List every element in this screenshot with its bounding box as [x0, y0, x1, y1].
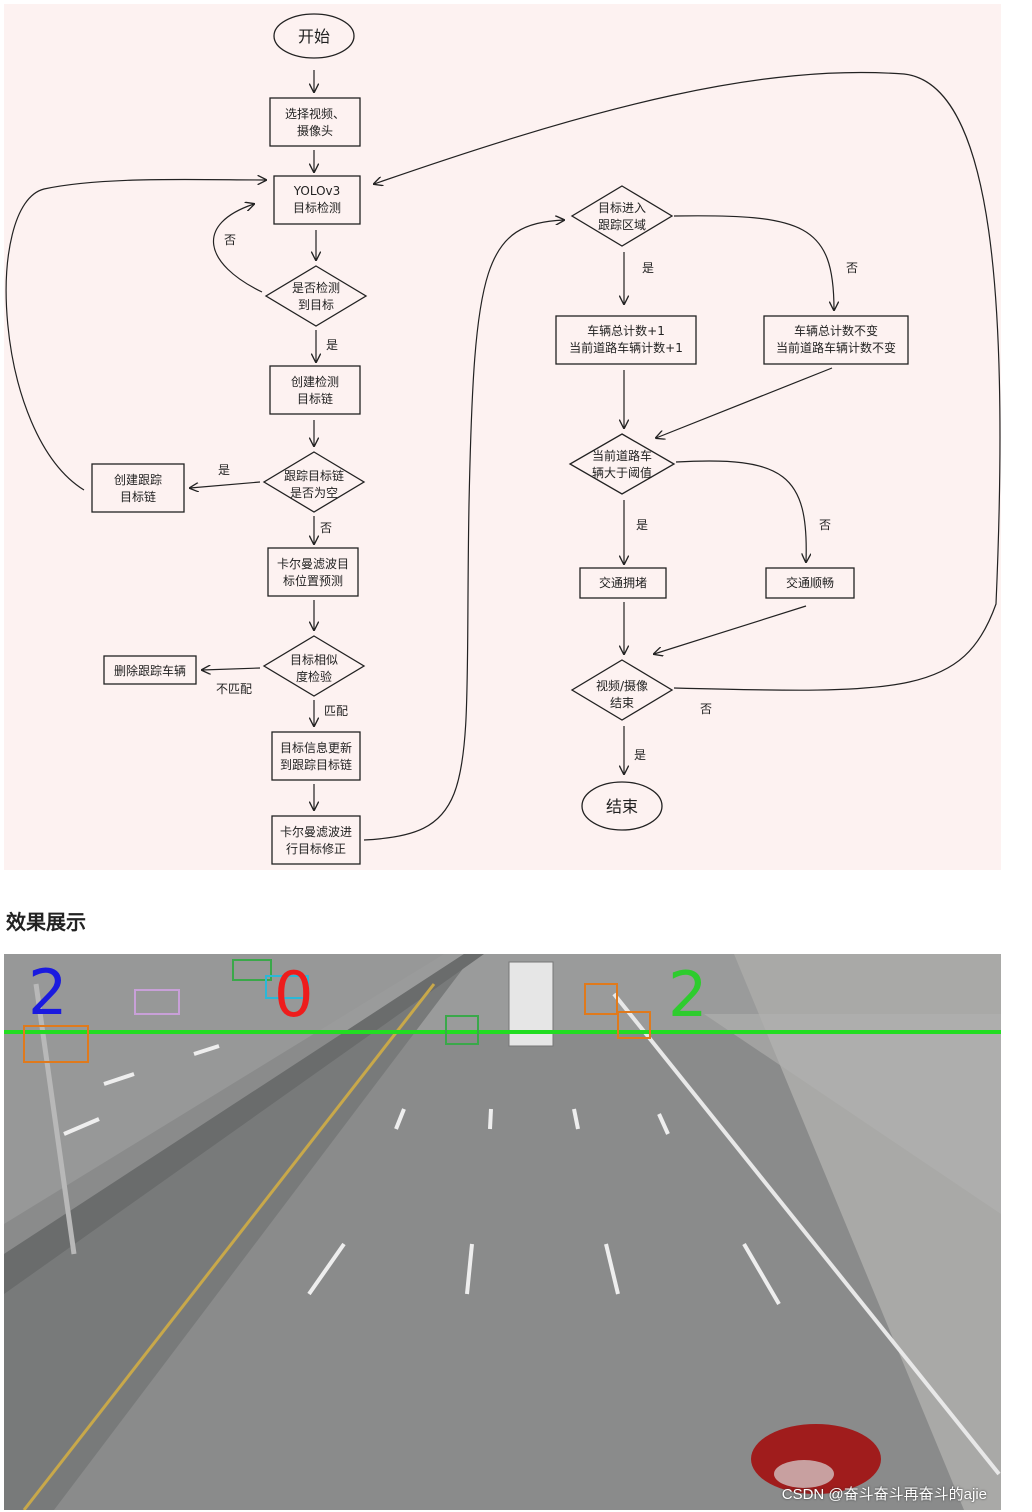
- kalman-predict-line2: 标位置预测: [283, 573, 343, 588]
- create-track-line2: 目标链: [120, 489, 156, 504]
- count-same-line1: 车辆总计数不变: [794, 323, 878, 338]
- road-scene: 2 0 2: [4, 954, 1001, 1510]
- similarity-decision: [262, 635, 366, 697]
- end-decision: [570, 659, 674, 721]
- edge-label-no-end: 否: [700, 702, 712, 716]
- edge-label-yes-empty: 是: [218, 463, 230, 477]
- count-same-line2: 当前道路车辆计数不变: [776, 340, 896, 355]
- similarity-line1: 目标相似: [290, 653, 338, 667]
- select-video-line2: 摄像头: [297, 123, 333, 138]
- create-det-chain-node: [269, 365, 361, 415]
- kalman-predict-line1: 卡尔曼滤波目: [277, 556, 349, 571]
- detection-box: [445, 1015, 479, 1045]
- section-heading: 效果展示: [6, 910, 86, 934]
- edge-label-no-empty: 否: [320, 521, 332, 535]
- kalman-correct-node: [271, 815, 361, 865]
- count-plus-node: [555, 315, 697, 365]
- end-q-line2: 结束: [610, 696, 634, 710]
- select-video-line1: 选择视频、: [285, 106, 345, 121]
- detection-box: [232, 959, 272, 981]
- detection-box: [617, 1011, 651, 1039]
- kalman-correct-line1: 卡尔曼滤波进: [280, 824, 352, 839]
- update-track-line1: 目标信息更新: [280, 740, 352, 755]
- edge-label-yes-region: 是: [642, 261, 654, 275]
- demo-video-frame: 2 0 2 CSDN @奋斗奋斗再奋斗的ajie: [4, 954, 1001, 1510]
- right-count: 2: [668, 958, 707, 1031]
- create-det-line2: 目标链: [297, 391, 333, 406]
- edge-label-no-region: 否: [846, 261, 858, 275]
- yolo-line2: 目标检测: [293, 200, 341, 215]
- left-count: 2: [28, 956, 67, 1029]
- end-node: [581, 781, 663, 831]
- detection-box: [23, 1025, 89, 1063]
- enter-region-decision: [570, 185, 674, 247]
- yolo-line1: YOLOv3: [293, 184, 341, 198]
- track-empty-line2: 是否为空: [290, 486, 338, 500]
- update-track-line2: 到跟踪目标链: [280, 757, 352, 772]
- count-plus-line2: 当前道路车辆计数+1: [569, 340, 683, 355]
- edge-label-yes-threshold: 是: [636, 518, 648, 532]
- edge-label-no-detect: 否: [224, 233, 236, 247]
- edge-label-mismatch: 不匹配: [216, 682, 252, 696]
- threshold-decision: [568, 433, 676, 495]
- similarity-line2: 度检验: [296, 669, 332, 684]
- create-track-chain-node: [91, 463, 185, 513]
- yolo-detect-node: [273, 175, 361, 225]
- end-label: 结束: [606, 797, 638, 816]
- flowchart-canvas: 开始 选择视频、 摄像头 YOLOv3 目标检测 是否检测 到目标 创建检测 目…: [5, 13, 1001, 865]
- edge-label-yes-detect: 是: [326, 338, 338, 352]
- delete-track-node: [103, 655, 197, 685]
- smooth-label: 交通顺畅: [786, 575, 834, 590]
- select-video-node: [269, 97, 361, 147]
- delete-track-label: 删除跟踪车辆: [114, 663, 186, 678]
- congested-label: 交通拥堵: [599, 575, 647, 590]
- edge-label-match: 匹配: [324, 704, 348, 718]
- detection-box: [584, 983, 618, 1015]
- end-q-line1: 视频/摄像: [596, 678, 648, 693]
- enter-region-line1: 目标进入: [598, 201, 646, 215]
- edge-label-no-threshold: 否: [819, 518, 831, 532]
- detection-box: [134, 989, 180, 1015]
- kalman-correct-line2: 行目标修正: [286, 841, 346, 856]
- threshold-line1: 当前道路车: [592, 448, 652, 463]
- update-track-node: [271, 731, 361, 781]
- track-chain-empty-decision: [262, 451, 366, 513]
- flowchart: 开始 选择视频、 摄像头 YOLOv3 目标检测 是否检测 到目标 创建检测 目…: [4, 4, 1001, 870]
- count-plus-line1: 车辆总计数+1: [587, 323, 665, 338]
- detected-line1: 是否检测: [292, 280, 340, 295]
- watermark: CSDN @奋斗奋斗再奋斗的ajie: [781, 1486, 987, 1503]
- smooth-node: [765, 567, 855, 599]
- create-det-line1: 创建检测: [291, 374, 339, 389]
- enter-region-line2: 跟踪区域: [598, 218, 646, 232]
- create-track-line1: 创建跟踪: [114, 473, 162, 487]
- middle-count: 0: [274, 958, 313, 1031]
- count-same-node: [763, 315, 909, 365]
- detection-box: [265, 975, 309, 999]
- detected-decision: [264, 265, 368, 327]
- kalman-predict-node: [267, 547, 359, 597]
- threshold-line2: 辆大于阈值: [592, 465, 652, 480]
- edge-label-yes-end: 是: [634, 748, 646, 762]
- congested-node: [579, 567, 667, 599]
- detected-line2: 到目标: [298, 298, 334, 312]
- start-node: [273, 13, 355, 59]
- track-empty-line1: 跟踪目标链: [284, 468, 344, 483]
- start-label: 开始: [298, 27, 330, 46]
